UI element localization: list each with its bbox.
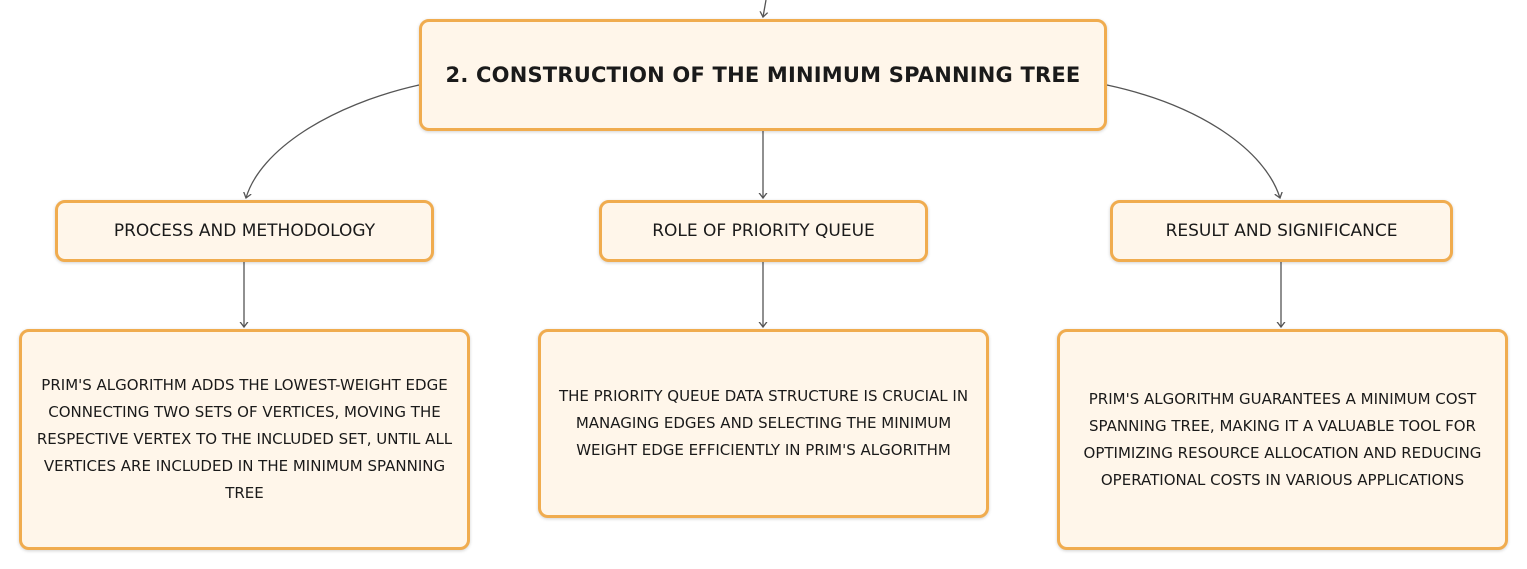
branch-node-result-and-significance[interactable]: RESULT AND SIGNIFICANCE (1110, 200, 1453, 262)
leaf-node-process-detail[interactable]: PRIM'S ALGORITHM ADDS THE LOWEST-WEIGHT … (19, 329, 470, 550)
root-node-label: 2. CONSTRUCTION OF THE MINIMUM SPANNING … (445, 63, 1081, 87)
branch-node-label: ROLE OF PRIORITY QUEUE (652, 221, 875, 241)
connector-parent-to-root (763, 0, 766, 17)
branch-node-role-of-priority-queue[interactable]: ROLE OF PRIORITY QUEUE (599, 200, 928, 262)
branch-node-process-and-methodology[interactable]: PROCESS AND METHODOLOGY (55, 200, 434, 262)
leaf-node-text: PRIM'S ALGORITHM GUARANTEES A MINIMUM CO… (1083, 389, 1482, 489)
leaf-node-result-detail[interactable]: PRIM'S ALGORITHM GUARANTEES A MINIMUM CO… (1057, 329, 1508, 550)
branch-node-label: RESULT AND SIGNIFICANCE (1165, 221, 1398, 241)
connector-root-to-branch-1 (246, 84, 420, 198)
leaf-node-priority-queue-detail[interactable]: THE PRIORITY QUEUE DATA STRUCTURE IS CRU… (538, 329, 989, 518)
leaf-node-text: PRIM'S ALGORITHM ADDS THE LOWEST-WEIGHT … (36, 376, 453, 502)
root-node[interactable]: 2. CONSTRUCTION OF THE MINIMUM SPANNING … (419, 19, 1107, 131)
connector-root-to-branch-3 (1106, 84, 1280, 198)
leaf-node-text: THE PRIORITY QUEUE DATA STRUCTURE IS CRU… (558, 387, 969, 459)
branch-node-label: PROCESS AND METHODOLOGY (113, 221, 376, 241)
